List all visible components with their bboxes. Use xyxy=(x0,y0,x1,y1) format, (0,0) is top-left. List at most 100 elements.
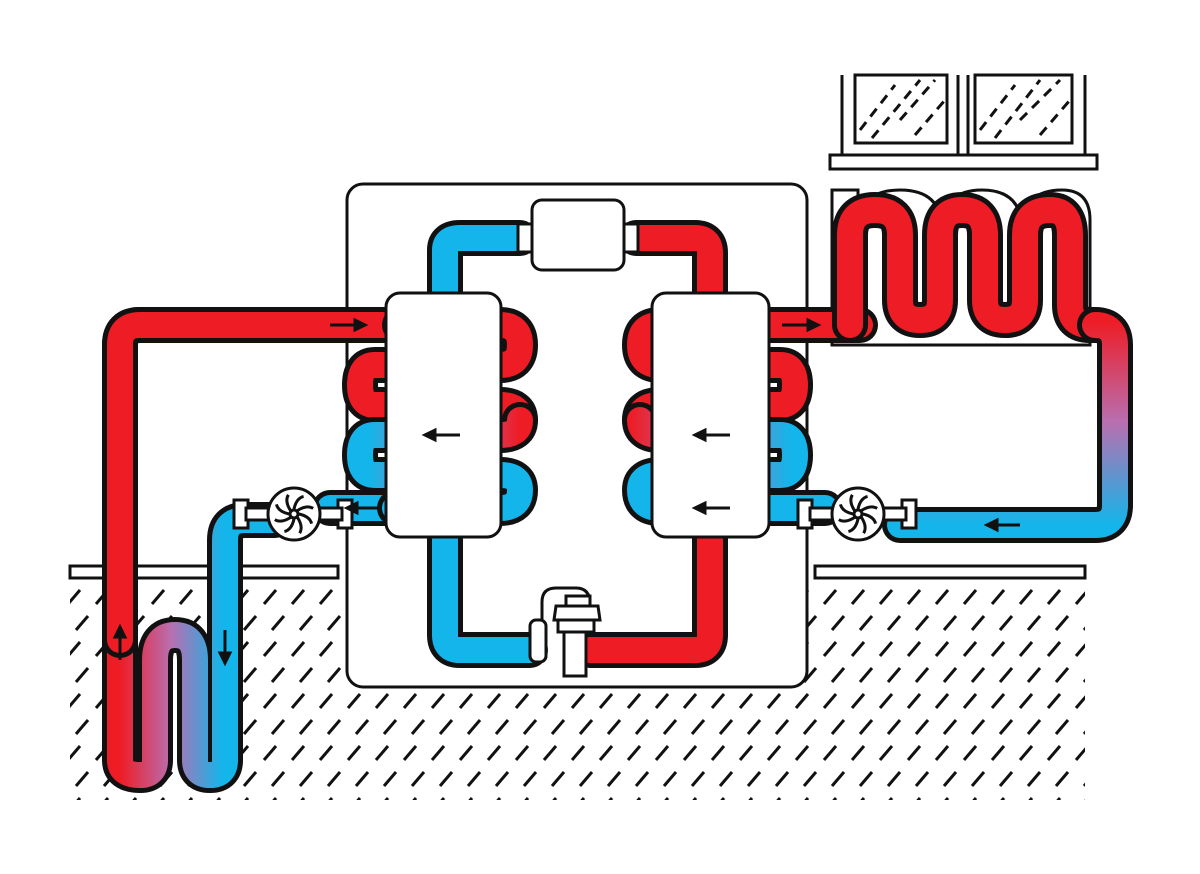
soil-hatch-mark xyxy=(298,667,314,683)
soil-hatch-mark xyxy=(822,693,838,709)
evaporator-coil-mixed xyxy=(347,407,533,488)
pump-impeller-blade xyxy=(283,518,296,534)
soil-hatch-mark xyxy=(298,615,314,631)
soil-hatch-mark xyxy=(606,719,622,735)
soil-hatch-mark xyxy=(318,641,334,657)
soil-hatch-mark xyxy=(1028,797,1034,800)
soil-hatch-mark xyxy=(298,771,314,787)
flow-arrow-head xyxy=(983,517,999,533)
soil-hatch-mark xyxy=(720,797,726,800)
soil-hatch-mark xyxy=(822,641,838,657)
flow-arrow-head xyxy=(691,427,707,443)
soil-hatch-mark xyxy=(738,745,754,761)
soil-hatch-mark xyxy=(382,771,398,787)
soil-hatch-mark xyxy=(634,719,650,735)
soil-hatch-mark xyxy=(542,693,558,709)
soil-hatch-mark xyxy=(1026,615,1042,631)
soil-hatch-mark xyxy=(746,771,762,787)
flow-arrow-head xyxy=(421,427,437,443)
soil-hatch-mark xyxy=(970,771,986,787)
soil-hatch-mark xyxy=(850,589,866,605)
soil-hatch-mark xyxy=(692,797,698,800)
soil-hatch-mark xyxy=(132,797,138,800)
soil-hatch-mark xyxy=(494,719,510,735)
pump-impeller-blade xyxy=(860,516,867,534)
pump-impeller-blade xyxy=(296,505,314,512)
soil-hatch-mark xyxy=(710,745,726,761)
soil-hatch-mark xyxy=(272,797,278,800)
soil-hatch-mark xyxy=(290,589,306,605)
soil-hatch-mark xyxy=(402,693,418,709)
soil-hatch-mark xyxy=(916,797,922,800)
soil-hatch-mark xyxy=(1082,782,1085,787)
soil-hatch-mark xyxy=(410,719,426,735)
soil-hatch-mark xyxy=(570,693,586,709)
window-pane-left xyxy=(853,73,949,145)
soil-hatch-mark xyxy=(522,719,538,735)
soil-hatch-mark xyxy=(318,589,334,605)
soil-hatch-mark xyxy=(970,667,986,683)
soil-hatch-mark xyxy=(1074,591,1085,605)
soil-hatch-mark xyxy=(1082,626,1085,631)
soil-hatch-mark xyxy=(914,719,930,735)
soil-hatch-mark xyxy=(1104,590,1116,604)
soil-hatch-mark xyxy=(40,590,52,604)
soil-hatch-mark xyxy=(48,668,60,682)
soil-hatch-mark xyxy=(942,667,958,683)
soil-hatch-mark xyxy=(298,719,314,735)
soil-hatch-mark xyxy=(1026,771,1042,787)
soil-hatch-mark xyxy=(962,745,978,761)
soil-hatch-mark xyxy=(878,589,894,605)
soil-hatch-mark xyxy=(290,641,306,657)
flow-arrow-head xyxy=(353,317,369,333)
soil-hatch-mark xyxy=(76,797,82,800)
soil-hatch-mark xyxy=(74,719,90,735)
soil-hatch-mark xyxy=(1104,642,1116,656)
soil-hatch-mark xyxy=(346,693,362,709)
soil-hatch-mark xyxy=(914,771,930,787)
soil-hatch-mark xyxy=(634,771,650,787)
soil-hatch-mark xyxy=(1104,798,1116,812)
circulation-pump-icon-left xyxy=(232,486,354,542)
pump-impeller-blade xyxy=(847,518,860,534)
pump-impeller-blade xyxy=(298,512,314,525)
soil-hatch-mark xyxy=(550,771,566,787)
refrigerant-liquid-line xyxy=(577,522,723,663)
soil-hatch-mark xyxy=(942,771,958,787)
soil-hatch-mark xyxy=(440,797,446,800)
soil-hatch-mark xyxy=(40,642,52,656)
soil-hatch-mark xyxy=(990,745,1006,761)
compressor-icon xyxy=(516,198,640,272)
flow-arrow-head xyxy=(112,623,128,639)
soil-hatch-mark xyxy=(270,771,286,787)
glass-reflection-line xyxy=(1018,78,1062,122)
soil-hatch-mark xyxy=(1046,589,1062,605)
soil-hatch-mark xyxy=(270,615,286,631)
expansion-valve-icon xyxy=(528,586,602,678)
soil-hatch-mark xyxy=(318,745,334,761)
soil-hatch-mark xyxy=(690,771,706,787)
soil-hatch-mark xyxy=(972,797,978,800)
soil-hatch-mark xyxy=(402,745,418,761)
soil-hatch-mark xyxy=(774,771,790,787)
soil-hatch-mark xyxy=(1046,641,1062,657)
soil-hatch-mark xyxy=(1074,643,1085,657)
soil-hatch-mark xyxy=(962,641,978,657)
pump-impeller-blade xyxy=(274,503,290,516)
soil-hatch-mark xyxy=(606,771,622,787)
soil-hatch-mark xyxy=(748,797,754,800)
soil-hatch-mark xyxy=(878,641,894,657)
soil-hatch-mark xyxy=(626,745,642,761)
evaporator-coil-cold xyxy=(382,462,533,521)
soil-hatch-mark xyxy=(934,745,950,761)
soil-hatch-mark xyxy=(662,771,678,787)
soil-hatch-mark xyxy=(40,746,52,760)
soil-hatch-mark xyxy=(486,693,502,709)
soil-hatch-mark xyxy=(858,615,874,631)
soil-hatch-mark xyxy=(458,745,474,761)
soil-hatch-mark xyxy=(150,589,166,605)
glass-reflection-line xyxy=(858,84,897,131)
soil-hatch-mark xyxy=(300,797,306,800)
soil-hatch-mark xyxy=(886,771,902,787)
source-supply-pipe xyxy=(107,312,413,653)
